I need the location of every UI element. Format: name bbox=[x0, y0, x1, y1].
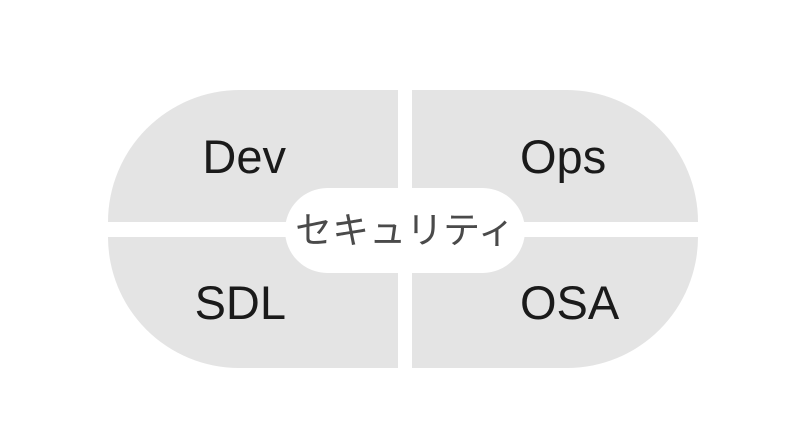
center-hub-security[interactable]: セキュリティ bbox=[285, 188, 525, 273]
quadrant-label-sdl: SDL bbox=[194, 276, 286, 329]
quadrant-label-ops: Ops bbox=[520, 129, 607, 183]
center-hub-label: セキュリティ bbox=[295, 209, 515, 252]
quadrant-label-dev: Dev bbox=[202, 129, 286, 183]
quadrant-label-osa: OSA bbox=[520, 276, 620, 329]
